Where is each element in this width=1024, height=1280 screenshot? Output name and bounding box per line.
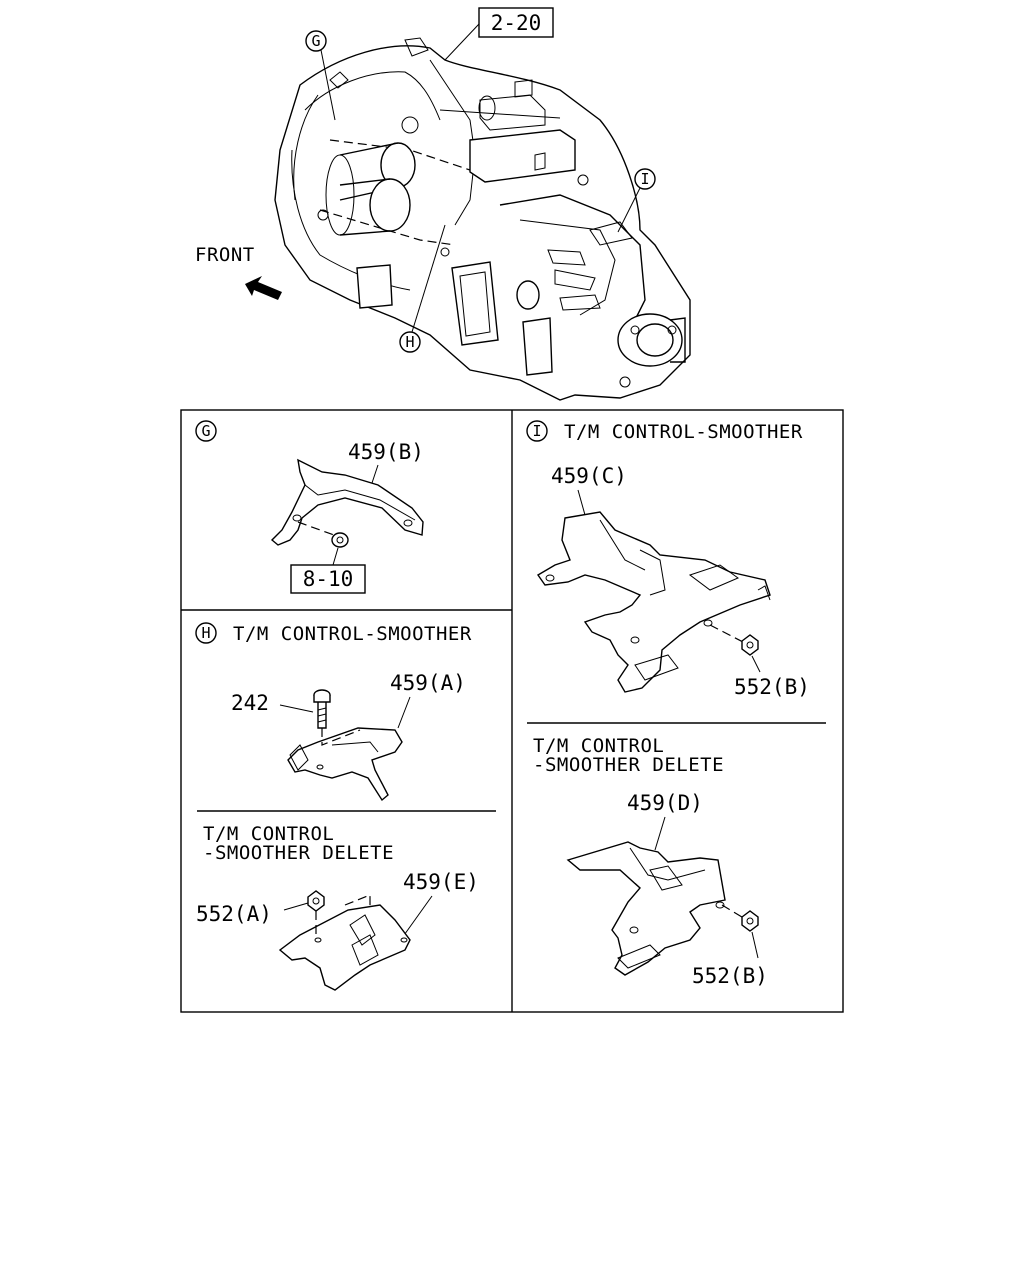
callout-i[interactable]: I bbox=[617, 168, 656, 233]
callout-g[interactable]: G bbox=[305, 30, 336, 121]
panel-h-delete-title-line2: -SMOOTHER DELETE bbox=[203, 842, 394, 864]
part-label-459b[interactable]: 459(B) bbox=[348, 440, 424, 464]
svg-text:G: G bbox=[201, 422, 210, 440]
svg-text:G: G bbox=[311, 32, 320, 50]
transmission-assembly-illustration bbox=[245, 37, 691, 401]
bolt-8-10-icon bbox=[331, 532, 349, 566]
part-label-552a[interactable]: 552(A) bbox=[196, 902, 272, 926]
part-label-459c[interactable]: 459(C) bbox=[551, 464, 627, 488]
svg-text:H: H bbox=[201, 624, 210, 642]
nut-552a-icon bbox=[307, 890, 325, 912]
part-label-552b-delete[interactable]: 552(B) bbox=[692, 964, 768, 988]
panel-i-delete-title-line2: -SMOOTHER DELETE bbox=[533, 754, 724, 776]
panel-i-delete-title-line1: T/M CONTROL bbox=[533, 735, 664, 757]
part-label-459e[interactable]: 459(E) bbox=[403, 870, 479, 894]
part-label-459d[interactable]: 459(D) bbox=[627, 791, 703, 815]
bracket-459e-illustration bbox=[278, 894, 411, 991]
front-label: FRONT bbox=[195, 244, 255, 266]
nut-552b-icon bbox=[709, 624, 761, 673]
part-label-552b[interactable]: 552(B) bbox=[734, 675, 810, 699]
svg-text:I: I bbox=[640, 170, 649, 188]
svg-text:8-10: 8-10 bbox=[303, 567, 354, 591]
part-label-242[interactable]: 242 bbox=[231, 691, 269, 715]
svg-text:H: H bbox=[405, 333, 414, 351]
panel-g: G 459(B) 8-10 bbox=[195, 420, 424, 594]
bracket-459b-illustration bbox=[270, 458, 424, 546]
callout-h[interactable]: H bbox=[399, 224, 446, 353]
panel-h-delete-title-line1: T/M CONTROL bbox=[203, 823, 334, 845]
bolt-242-icon bbox=[313, 689, 331, 729]
detail-panels-frame bbox=[180, 409, 844, 1013]
panel-h-marker: H bbox=[195, 622, 217, 644]
panel-h-title: T/M CONTROL-SMOOTHER bbox=[233, 623, 472, 645]
reference-box-8-10[interactable]: 8-10 bbox=[290, 564, 366, 594]
svg-text:2-20: 2-20 bbox=[491, 11, 542, 35]
front-arrow-icon bbox=[245, 276, 282, 300]
panel-h: H T/M CONTROL-SMOOTHER 242 459(A) T/M CO… bbox=[195, 622, 496, 991]
reference-box-2-20[interactable]: 2-20 bbox=[444, 7, 554, 61]
svg-text:I: I bbox=[532, 422, 541, 440]
nut-552b-delete-icon bbox=[721, 904, 759, 959]
panel-i: I T/M CONTROL-SMOOTHER 459(C) 552(B) T/M… bbox=[526, 420, 826, 988]
panel-i-marker: I bbox=[526, 420, 548, 442]
part-label-459a[interactable]: 459(A) bbox=[390, 671, 466, 695]
bracket-459a-illustration bbox=[287, 727, 403, 802]
panel-i-title: T/M CONTROL-SMOOTHER bbox=[564, 421, 803, 443]
panel-g-marker: G bbox=[195, 420, 217, 442]
bracket-459d-illustration bbox=[566, 841, 726, 976]
bracket-459c-illustration bbox=[536, 511, 771, 693]
